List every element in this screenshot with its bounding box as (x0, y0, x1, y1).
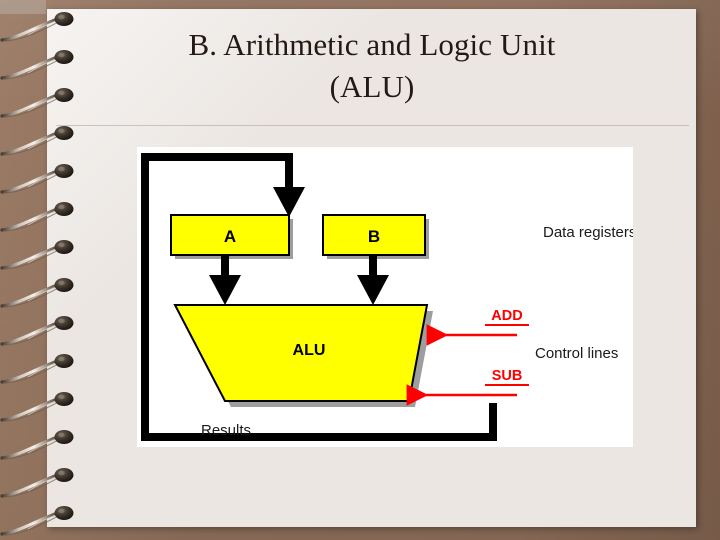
background-corner-patch (0, 0, 46, 14)
data-registers-label: Data registers (543, 224, 633, 241)
title-divider (56, 125, 689, 126)
page-title-line-1: B. Arithmetic and Logic Unit (188, 27, 556, 62)
register-b-box: B (322, 214, 429, 259)
alu-diagram-canvas: A B ALU (137, 147, 633, 447)
arrow-into-register-a (273, 177, 305, 217)
page-title-line-2: (ALU) (329, 68, 415, 104)
page-title: B. Arithmetic and Logic Unit (ALU) (62, 24, 682, 107)
add-label: ADD (491, 308, 522, 324)
arrow-register-b-to-alu (357, 255, 389, 305)
sub-label: SUB (492, 368, 523, 384)
control-lines-label: Control lines (535, 345, 618, 362)
results-feedback-path (141, 153, 497, 441)
register-a-label: A (224, 227, 236, 246)
results-label: Results (201, 422, 251, 439)
alu-trapezoid: ALU (173, 304, 433, 407)
alu-diagram-svg: A B ALU (141, 153, 633, 441)
control-line-add: ADD (426, 308, 529, 346)
register-b-label: B (368, 227, 380, 246)
control-line-sub: SUB (406, 368, 529, 406)
register-a-box: A (170, 214, 293, 259)
arrow-register-a-to-alu (209, 255, 241, 305)
alu-label: ALU (293, 342, 326, 359)
